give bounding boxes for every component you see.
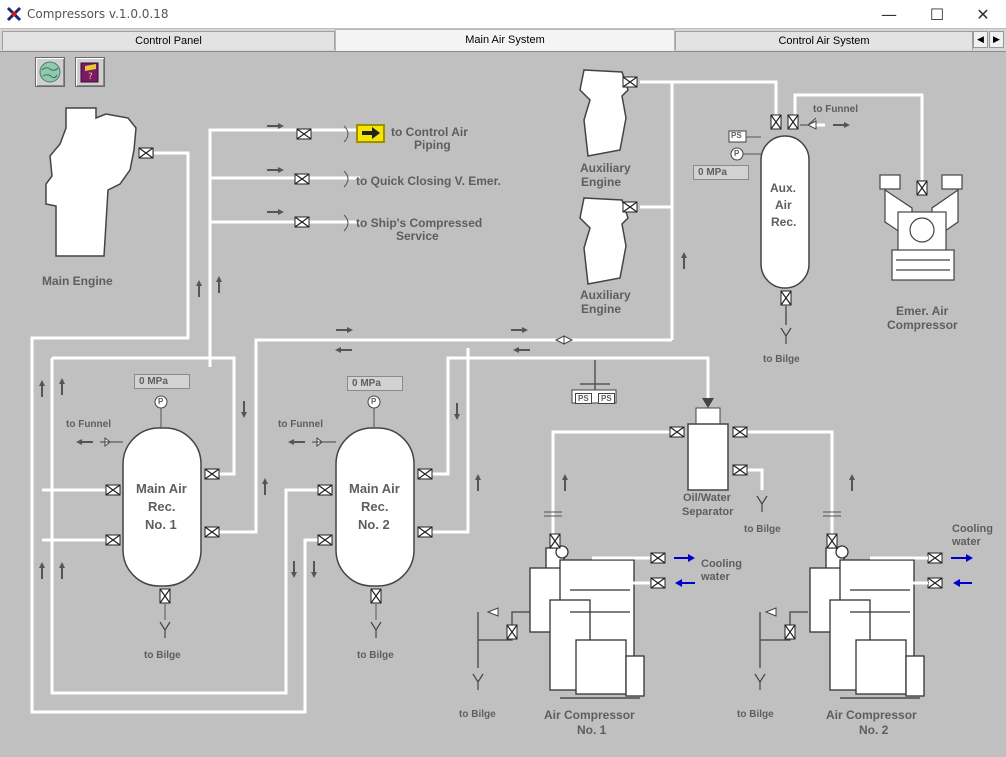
aux-receiver-bilge-label: to Bilge: [763, 354, 800, 365]
compressor-1-cooling-label-line2: water: [701, 571, 730, 583]
main-air-system-diagram: ?: [0, 51, 1006, 757]
receiver-2-funnel-label: to Funnel: [278, 419, 323, 430]
emergency-compressor-graphic: [879, 174, 963, 281]
main-engine-label: Main Engine: [42, 274, 113, 288]
tab-main-air-system[interactable]: Main Air System: [335, 29, 675, 51]
receiver-1-p-label: P: [158, 397, 164, 406]
compressor-1-label-line1: Air Compressor: [544, 708, 635, 722]
main-engine-graphic: [45, 107, 137, 257]
compressor-1-label-line2: No. 1: [577, 723, 607, 737]
quick-closing-label: to Quick Closing V. Emer.: [356, 174, 501, 188]
pipe-diagram-svg: [30, 69, 973, 714]
svg-text:?: ?: [88, 72, 93, 82]
separator-ps2-badge: PS: [598, 393, 615, 404]
compressor-2-label-line2: No. 2: [859, 723, 889, 737]
tab-control-air-system[interactable]: Control Air System: [675, 31, 973, 50]
compressor-2-cooling-label-line2: water: [952, 536, 981, 548]
window-title: Compressors v.1.0.0.18: [27, 7, 169, 21]
separator-ps1-badge: PS: [575, 393, 592, 404]
aux-receiver-pressure-gauge: 0 MPa: [693, 165, 749, 180]
aux-engine-2-label-line2: Engine: [581, 302, 622, 316]
minimize-button[interactable]: —: [881, 4, 897, 24]
separator-label-line2: Separator: [682, 506, 734, 518]
receiver-1-bilge-label: to Bilge: [144, 650, 181, 661]
aux-receiver-label-line2: Air: [775, 198, 792, 212]
tab-control-panel[interactable]: Control Panel: [2, 31, 335, 50]
receiver-1-label-line3: No. 1: [145, 517, 177, 532]
globe-button[interactable]: [35, 57, 65, 87]
receiver-2-label-line3: No. 2: [358, 517, 390, 532]
compressor-2-graphic: [809, 545, 925, 699]
receiver-2-label-line2: Rec.: [361, 499, 389, 514]
compressor-2-bilge-label: to Bilge: [737, 709, 774, 720]
aux-receiver-ps-label: PS: [731, 131, 742, 140]
title-bar: Compressors v.1.0.0.18 — ☐ ✕: [0, 0, 1006, 28]
compressor-1-bilge-label: to Bilge: [459, 709, 496, 720]
aux-receiver-funnel-label: to Funnel: [813, 104, 858, 115]
separator-bilge-label: to Bilge: [744, 524, 781, 535]
receiver-1-label-line1: Main Air: [136, 481, 187, 496]
receiver-1-pressure-gauge: 0 MPa: [134, 374, 190, 389]
globe-icon: [39, 61, 61, 83]
aux-receiver-label-line3: Rec.: [771, 215, 797, 229]
aux-engine-1-label-line2: Engine: [581, 175, 622, 189]
emer-compressor-label-line2: Compressor: [887, 318, 958, 332]
aux-receiver-label-line1: Aux.: [770, 181, 797, 195]
help-button[interactable]: ?: [75, 57, 105, 87]
air-pipes: [30, 80, 924, 714]
receiver-2-bilge-label: to Bilge: [357, 650, 394, 661]
receiver-1-funnel-label: to Funnel: [66, 419, 111, 430]
tab-scroll-right-button[interactable]: ▶: [989, 31, 1004, 48]
receiver-1-label-line2: Rec.: [148, 499, 176, 514]
help-book-icon: ?: [80, 62, 99, 83]
tab-bar: Control Panel Main Air System Control Ai…: [0, 29, 1006, 52]
compressor-1-graphic: [529, 545, 645, 699]
receiver-2-label-line1: Main Air: [349, 481, 400, 496]
ships-service-label-line2: Service: [396, 229, 439, 243]
compressor-2-label-line1: Air Compressor: [826, 708, 917, 722]
compressor-2-cooling-label-line1: Cooling: [952, 523, 993, 535]
control-air-label-line1: to Control Air: [391, 125, 468, 139]
close-button[interactable]: ✕: [976, 4, 990, 24]
compressor-1-cooling-label-line1: Cooling: [701, 558, 742, 570]
aux-engine-2-label-line1: Auxiliary: [580, 288, 631, 302]
ships-service-label-line1: to Ship's Compressed: [356, 216, 483, 230]
aux-receiver-p-label: P: [734, 149, 740, 158]
app-icon: [6, 6, 22, 22]
receiver-2-pressure-gauge: 0 MPa: [347, 376, 403, 391]
separator-label-line1: Oil/Water: [683, 492, 731, 504]
maximize-button[interactable]: ☐: [929, 4, 945, 24]
control-air-label-line2: Piping: [414, 138, 451, 152]
tab-scroll-left-button[interactable]: ◀: [973, 31, 988, 48]
receiver-2-p-label: P: [371, 397, 377, 406]
emer-compressor-label-line1: Emer. Air: [896, 304, 949, 318]
aux-engine-1-label-line1: Auxiliary: [580, 161, 631, 175]
